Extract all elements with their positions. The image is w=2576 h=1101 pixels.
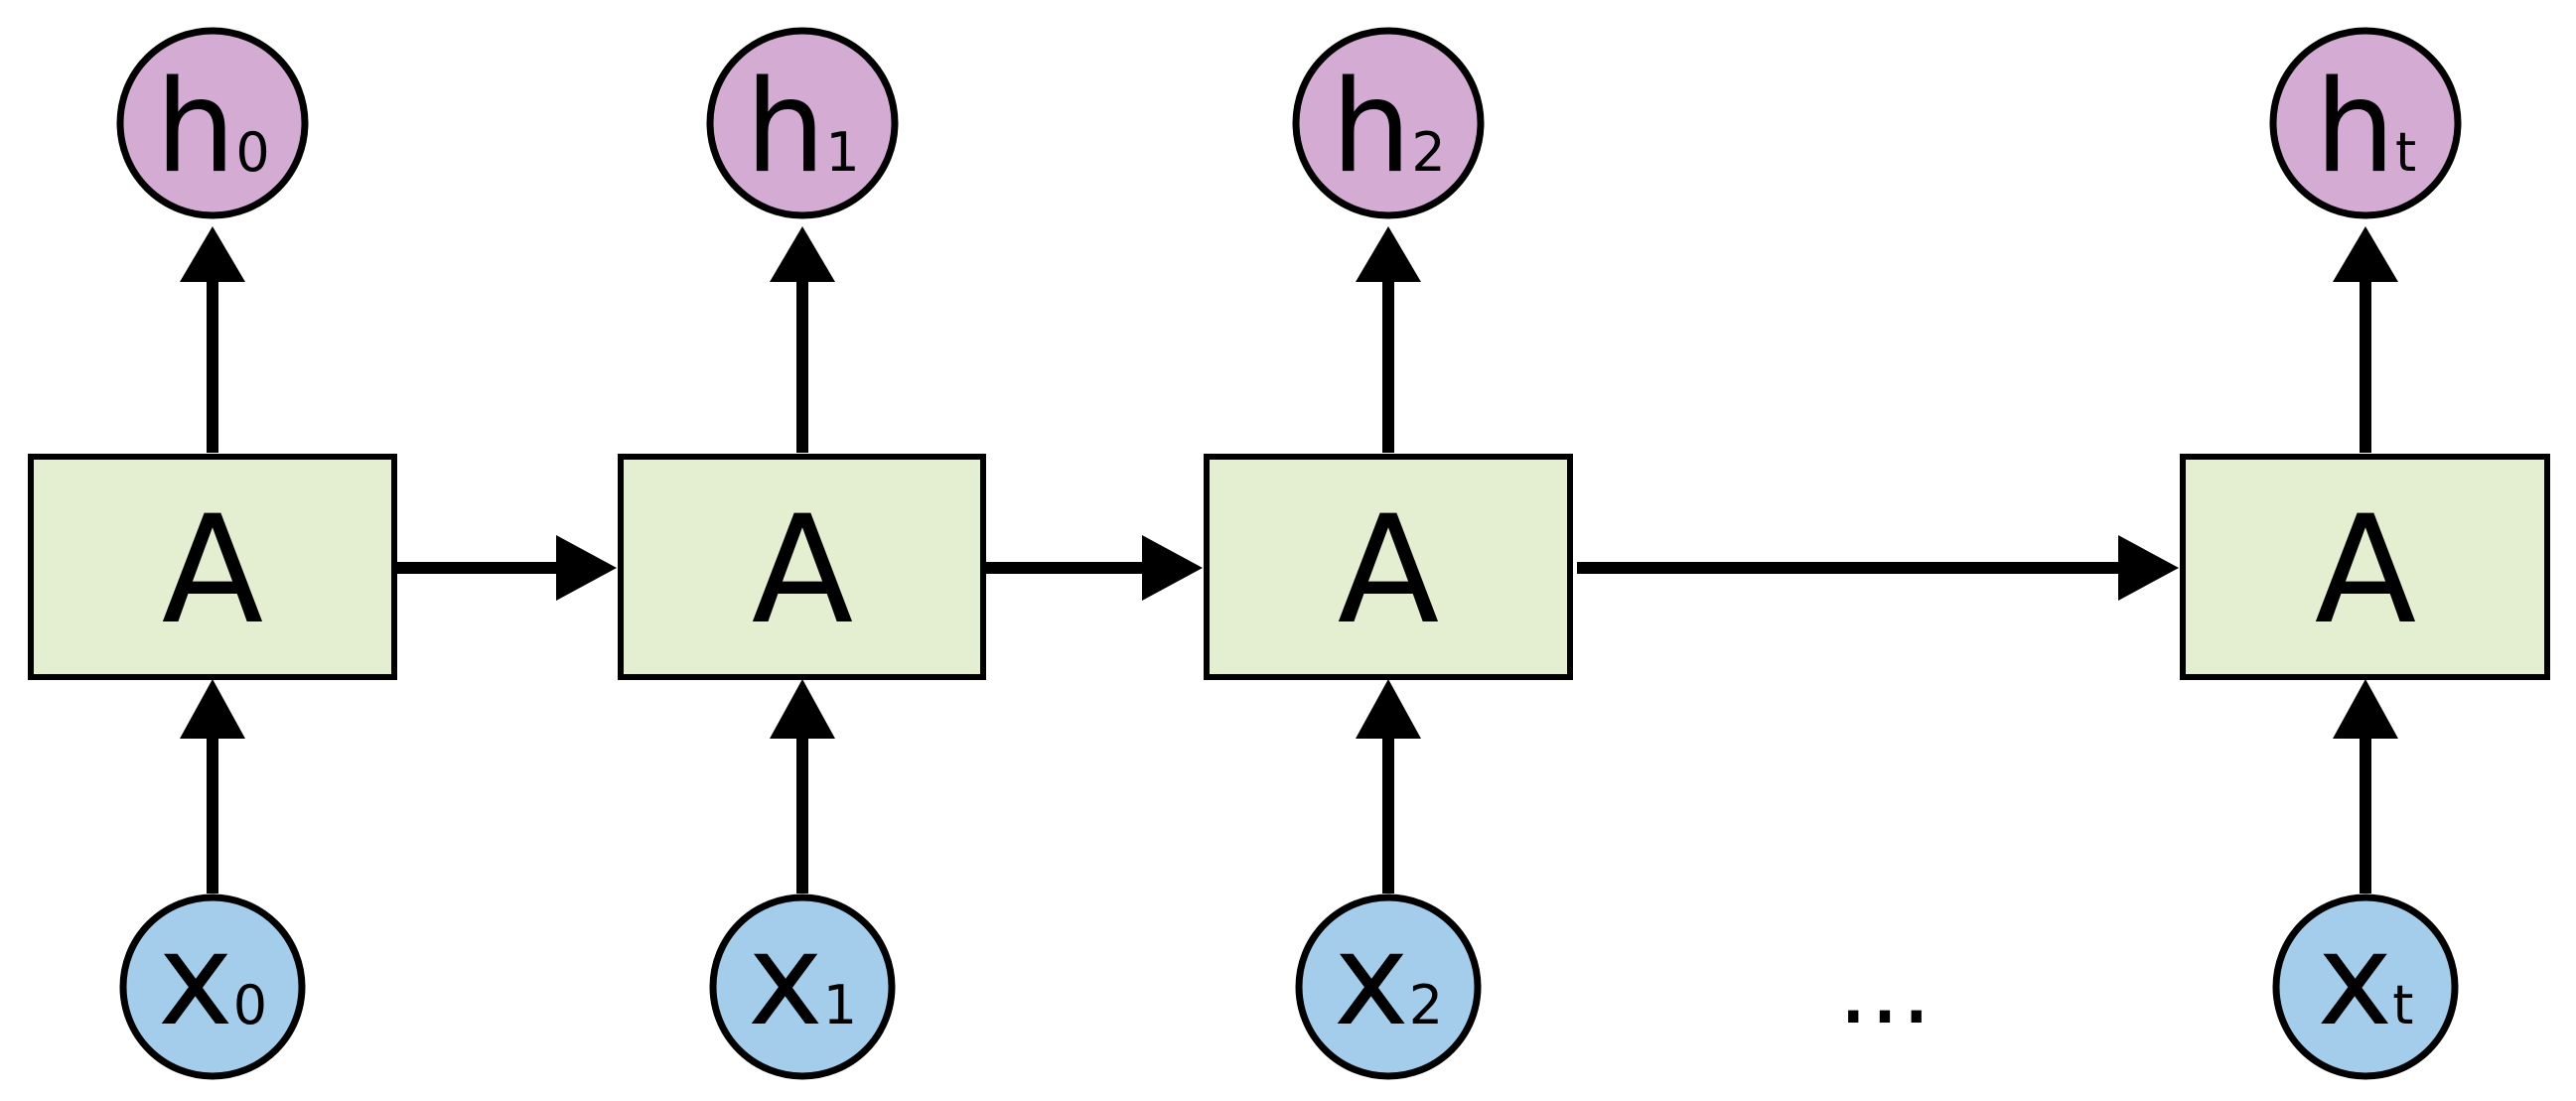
hidden-state-symbol: h bbox=[2315, 54, 2395, 202]
svg-text:xt: xt bbox=[2318, 906, 2414, 1054]
cell-label: A bbox=[162, 484, 264, 657]
timestep-2: A h2 x2 bbox=[1204, 27, 1573, 1080]
hidden-state-subscript: 1 bbox=[825, 121, 859, 184]
input-symbol: x bbox=[158, 906, 233, 1054]
timestep-t: A ht xt bbox=[2180, 27, 2550, 1080]
input-node: xt bbox=[2272, 894, 2459, 1080]
input-subscript: 0 bbox=[233, 974, 267, 1036]
input-node: x2 bbox=[1295, 894, 1482, 1080]
output-arrow bbox=[770, 226, 835, 453]
cell-label: A bbox=[2315, 484, 2417, 657]
rnn-cell bbox=[28, 454, 397, 680]
input-arrow bbox=[1356, 679, 1421, 894]
timestep-0: A h0 x0 bbox=[28, 27, 397, 1080]
ellipsis: ... bbox=[1837, 930, 1932, 1046]
hidden-state-symbol: h bbox=[155, 54, 235, 202]
hidden-state-subscript: 0 bbox=[235, 121, 269, 184]
hidden-state-subscript: 2 bbox=[1411, 121, 1445, 184]
input-subscript: t bbox=[2392, 974, 2413, 1036]
input-arrow bbox=[770, 679, 835, 894]
rnn-cell bbox=[1204, 454, 1573, 680]
input-arrow bbox=[2333, 679, 2398, 894]
hidden-state-symbol: h bbox=[745, 54, 825, 202]
hidden-state-node: h0 bbox=[116, 27, 309, 219]
hidden-state-subscript: t bbox=[2395, 121, 2416, 184]
output-arrow bbox=[1356, 226, 1421, 453]
output-arrow bbox=[2333, 226, 2398, 453]
input-symbol: x bbox=[2318, 906, 2393, 1054]
hidden-state-node: ht bbox=[2269, 27, 2462, 219]
cell-label: A bbox=[752, 484, 854, 657]
hidden-state-node: h1 bbox=[706, 27, 899, 219]
svg-text:h0: h0 bbox=[155, 54, 269, 202]
recurrent-arrow-0-1 bbox=[395, 535, 617, 601]
output-arrow bbox=[180, 226, 245, 453]
svg-text:ht: ht bbox=[2315, 54, 2416, 202]
input-node: x1 bbox=[709, 894, 896, 1080]
svg-text:x2: x2 bbox=[1334, 906, 1443, 1054]
recurrent-arrow-2-t bbox=[1577, 535, 2179, 601]
hidden-state-symbol: h bbox=[1331, 54, 1411, 202]
timestep-1: A h1 x1 bbox=[618, 27, 986, 1080]
hidden-state-node: h2 bbox=[1292, 27, 1485, 219]
input-node: x0 bbox=[119, 894, 306, 1080]
svg-text:x1: x1 bbox=[748, 906, 857, 1054]
rnn-cell bbox=[2180, 454, 2550, 680]
svg-text:h1: h1 bbox=[745, 54, 859, 202]
cell-label: A bbox=[1338, 484, 1440, 657]
input-subscript: 2 bbox=[1409, 974, 1443, 1036]
input-arrow bbox=[180, 679, 245, 894]
recurrent-arrow-1-2 bbox=[984, 535, 1203, 601]
rnn-cell bbox=[618, 454, 986, 680]
input-subscript: 1 bbox=[823, 974, 857, 1036]
input-symbol: x bbox=[1334, 906, 1409, 1054]
svg-text:h2: h2 bbox=[1331, 54, 1445, 202]
input-symbol: x bbox=[748, 906, 823, 1054]
svg-text:x0: x0 bbox=[158, 906, 267, 1054]
